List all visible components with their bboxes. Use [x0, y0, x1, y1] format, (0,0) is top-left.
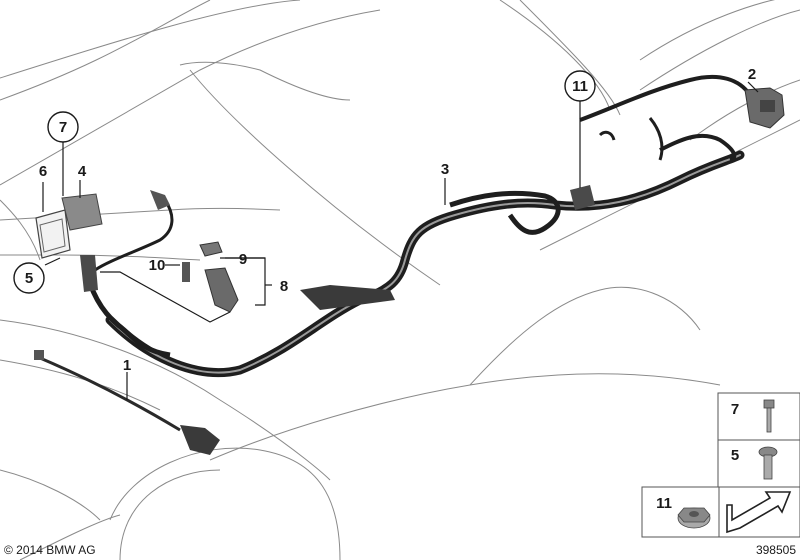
screw-icon [763, 399, 775, 433]
callout-11: 11 [572, 78, 588, 95]
direction-arrow-icon [726, 491, 792, 534]
callout-5: 5 [25, 270, 33, 287]
callout-9: 9 [239, 251, 247, 268]
callout-10: 10 [149, 257, 166, 274]
callout-circle-5 [13, 262, 45, 294]
callout-2: 2 [748, 66, 756, 83]
battery-terminal-part [744, 87, 785, 129]
callout-circle-11 [564, 70, 596, 102]
callout-6: 6 [39, 163, 47, 180]
fastener-legend: 7 5 11 [641, 392, 800, 538]
copyright-text: © 2014 BMW AG [4, 543, 96, 557]
callout-circle-7 [47, 111, 79, 143]
legend-label-11: 11 [656, 495, 672, 512]
bracket-parts [182, 241, 239, 313]
battery-cable-main [105, 74, 752, 378]
callout-1: 1 [123, 357, 131, 374]
leader-lines [42, 81, 759, 400]
cable-left-loop [80, 190, 174, 358]
legend-cell-7 [717, 392, 800, 441]
callout-4: 4 [78, 163, 87, 180]
callout-3: 3 [441, 161, 449, 178]
control-module-part [35, 193, 103, 259]
legend-label-7: 7 [731, 401, 739, 418]
ground-cable [34, 350, 220, 455]
hex-bolt-icon [758, 446, 778, 480]
callout-8: 8 [280, 278, 288, 295]
flange-nut-icon [677, 507, 711, 529]
diagram-number: 398505 [756, 543, 796, 557]
legend-label-5: 5 [731, 447, 739, 464]
legend-cell-5 [717, 439, 800, 488]
callout-7: 7 [59, 119, 67, 136]
